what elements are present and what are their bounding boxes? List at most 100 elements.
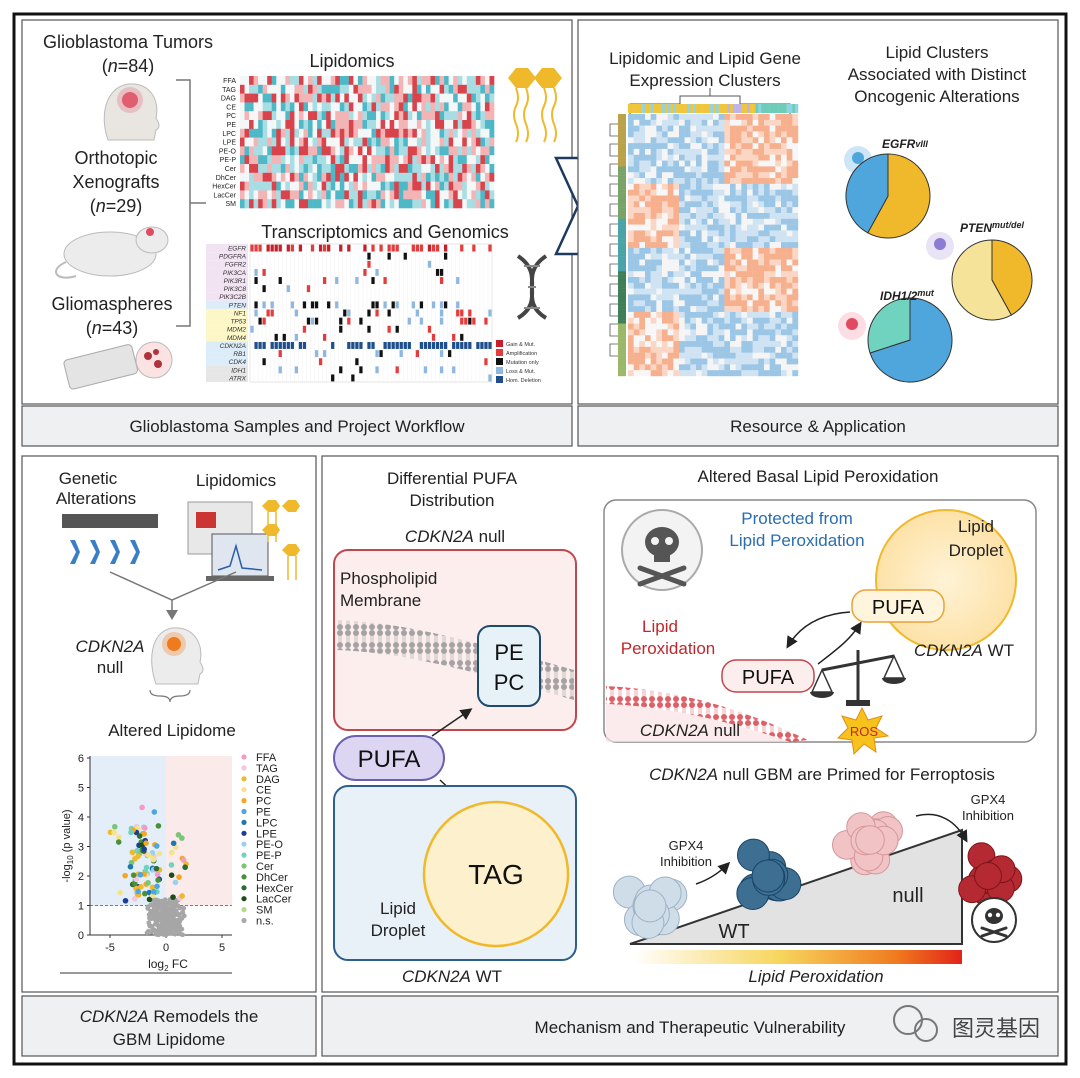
cluster-cell	[769, 329, 776, 336]
heat-cell	[453, 111, 459, 121]
heat-cell	[462, 84, 468, 94]
heat-cell	[271, 199, 277, 209]
cluster-cell	[741, 201, 748, 208]
cluster-cell	[735, 154, 742, 161]
cluster-cell	[752, 259, 759, 266]
cluster-cell	[684, 148, 691, 155]
cluster-cell	[690, 323, 697, 330]
heat-cell	[335, 199, 341, 209]
cluster-cell	[679, 125, 685, 132]
cluster-cell	[758, 300, 765, 307]
cluster-cell	[679, 212, 685, 219]
cluster-cell	[667, 114, 674, 121]
workflow-footer-box	[21, 405, 573, 447]
heat-cell	[303, 84, 309, 94]
heat-cell	[471, 172, 477, 182]
cluster-cell	[679, 370, 685, 377]
cluster-cell	[679, 317, 685, 324]
heat-cell	[294, 155, 300, 165]
onco-cell	[375, 350, 379, 358]
heat-cell	[421, 120, 427, 130]
heat-cell	[471, 181, 477, 191]
cluster-cell	[679, 352, 685, 359]
heat-cell	[453, 172, 459, 182]
cluster-cell	[690, 358, 697, 365]
cluster-cell	[667, 346, 674, 353]
heat-cell	[471, 155, 477, 165]
cluster-cell	[701, 341, 708, 348]
heat-cell	[425, 146, 431, 156]
cluster-cell	[684, 247, 691, 254]
cluster-cell	[786, 352, 793, 359]
cluster-cell	[786, 247, 793, 254]
heat-cell	[330, 137, 336, 147]
heat-cell	[289, 120, 295, 130]
gene-band	[206, 357, 248, 366]
cluster-cell	[684, 172, 691, 179]
volcano-point	[136, 833, 143, 839]
cluster-cell	[752, 317, 759, 324]
cluster-cell	[667, 125, 674, 132]
heat-cell	[357, 120, 363, 130]
heat-cell	[430, 146, 436, 156]
onco-cell	[302, 301, 307, 309]
cluster-cell	[707, 236, 714, 243]
cluster-cell	[718, 160, 725, 167]
gene-band	[206, 260, 248, 269]
cluster-cell	[650, 212, 657, 219]
heat-cell	[249, 84, 254, 94]
cluster-cell	[758, 160, 765, 167]
cluster-cell	[724, 329, 731, 336]
cluster-cell	[707, 189, 714, 196]
heat-cell	[425, 120, 431, 130]
cluster-cell	[701, 352, 708, 359]
onco-cell	[488, 244, 492, 252]
cluster-cell	[786, 277, 793, 284]
heat-cell	[421, 181, 427, 191]
cluster-bar	[710, 104, 714, 113]
heat-cell	[466, 120, 472, 130]
onco-cell	[407, 342, 411, 349]
cluster-cell	[724, 172, 731, 179]
heat-cell	[335, 137, 341, 147]
cluster-cell	[730, 236, 736, 243]
cluster-cell	[718, 201, 725, 208]
cluster-cell	[696, 317, 702, 324]
gene-label: RB1	[233, 351, 246, 358]
cluster-bar	[628, 104, 632, 113]
volcano-point	[111, 829, 117, 836]
onco-cell	[262, 268, 266, 276]
cluster-cell	[684, 242, 691, 249]
cluster-cell	[741, 370, 748, 377]
cluster-cell	[730, 370, 736, 377]
heat-cell	[289, 181, 295, 191]
cluster-cell	[628, 218, 634, 225]
cluster-cell	[645, 218, 651, 225]
onco-cell	[298, 244, 303, 252]
cluster-cell	[758, 236, 765, 243]
heat-cell	[471, 76, 477, 86]
volcano-point	[170, 894, 176, 900]
onco-legend-label: Gain & Mut.	[506, 342, 536, 348]
heat-cell	[416, 155, 422, 165]
onco-cell	[367, 260, 371, 268]
clusters-title-2: Associated with Distinct	[848, 65, 1027, 84]
cluster-cell	[792, 178, 799, 185]
cluster-cell	[741, 236, 748, 243]
cluster-cell	[764, 346, 770, 353]
onco-legend-swatch	[496, 367, 503, 374]
watermark: 图灵基因	[893, 1005, 1040, 1042]
heat-cell	[457, 172, 463, 182]
cluster-cell	[735, 143, 742, 150]
cluster-cell	[707, 364, 714, 371]
heat-cell	[267, 164, 273, 174]
cluster-cell	[639, 271, 646, 278]
cluster-cell	[628, 189, 634, 196]
volcano-point	[133, 876, 140, 883]
heat-cell	[353, 128, 359, 138]
heat-cell	[262, 137, 268, 147]
heat-cell	[244, 199, 250, 209]
volcano-point	[155, 823, 162, 829]
heat-cell	[249, 199, 254, 209]
cluster-cell	[679, 329, 685, 336]
